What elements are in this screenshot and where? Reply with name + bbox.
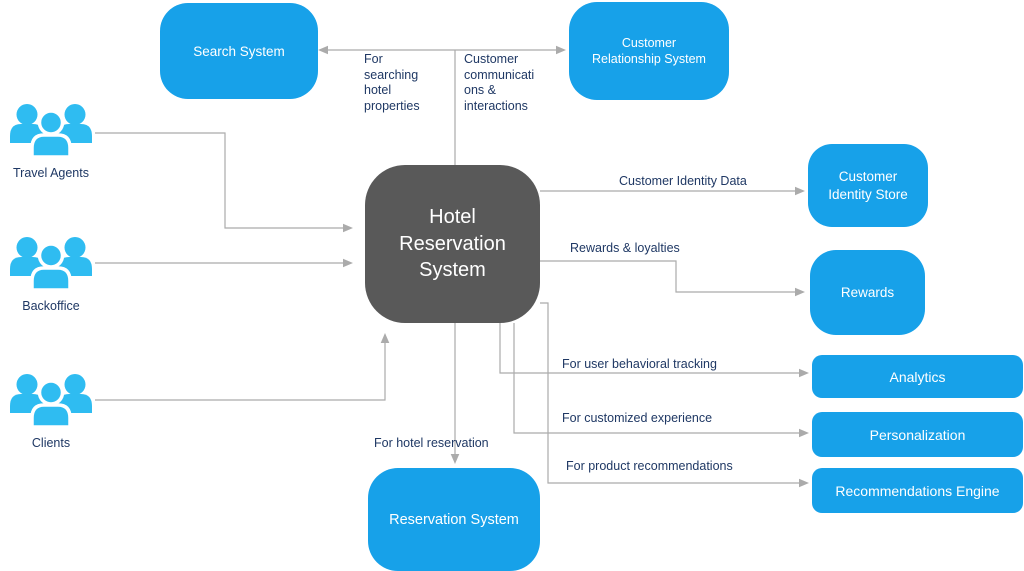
search-system-node: Search System [160,3,318,99]
edge-clients-line [95,342,386,401]
rewards-node: Rewards [810,250,925,335]
search-system-label: Search System [193,43,285,59]
edge-rewards-line [540,260,796,293]
people-group-icon [10,237,92,292]
reservation-system-label: Reservation System [389,511,519,528]
actor-backoffice: Backoffice [5,236,97,313]
arrowhead-into-reservation [450,454,460,464]
backoffice-label: Backoffice [22,299,80,313]
edge-label-customer-communications: Customer communications & interactions [464,52,535,113]
arrowhead-backoffice-into-central [343,258,353,268]
people-group-icon [10,374,92,429]
people-group-icon [10,104,92,159]
customer-identity-store-node: Customer Identity Store [808,144,928,227]
edge-label-product-recommendations: For product recommendations [566,459,733,473]
edge-label-customer-identity-data: Customer Identity Data [619,174,747,188]
arrowhead-into-personalization [799,428,809,438]
arrowhead-into-rewards [795,287,805,297]
arrowhead-clients-into-central [380,333,390,343]
customer-relationship-system-label: Customer Relationship System [592,35,706,66]
hotel-reservation-system-label: Hotel Reservation System [399,206,506,282]
arrowhead-into-analytics [799,368,809,378]
edge-label-rewards-loyalties: Rewards & loyalties [570,241,680,255]
analytics-label: Analytics [889,368,946,385]
hotel-reservation-system-node: Hotel Reservation System [365,165,540,323]
actor-travel-agents: Travel Agents [5,103,97,180]
travel-agents-label: Travel Agents [13,166,89,180]
arrowhead-into-identity [795,186,805,196]
edge-recommendations-line [540,302,800,484]
edge-label-hotel-reservation: For hotel reservation [374,436,489,450]
reservation-system-node: Reservation System [368,468,540,571]
clients-label: Clients [31,436,71,450]
edge-label-searching-hotel-properties: For searching hotel properties [364,52,420,113]
edge-label-user-behavioral-tracking: For user behavioral tracking [562,357,717,371]
arrowhead-into-crm [556,45,566,55]
recommendations-engine-node: Recommendations Engine [812,468,1023,513]
arrowhead-into-search [318,45,328,55]
analytics-node: Analytics [812,355,1023,398]
arrowhead-into-recommendations [799,478,809,488]
rewards-label: Rewards [840,285,895,300]
personalization-node: Personalization [812,412,1023,457]
personalization-label: Personalization [869,426,966,443]
customer-identity-store-label: Customer Identity Store [828,168,908,202]
edge-travel-agents-line [95,132,344,229]
recommendations-engine-label: Recommendations Engine [835,482,1000,499]
actor-clients: Clients [5,373,97,450]
edge-label-customized-experience: For customized experience [562,411,713,425]
customer-relationship-system-node: Customer Relationship System [569,2,729,100]
arrowhead-travel-into-central [343,223,353,233]
